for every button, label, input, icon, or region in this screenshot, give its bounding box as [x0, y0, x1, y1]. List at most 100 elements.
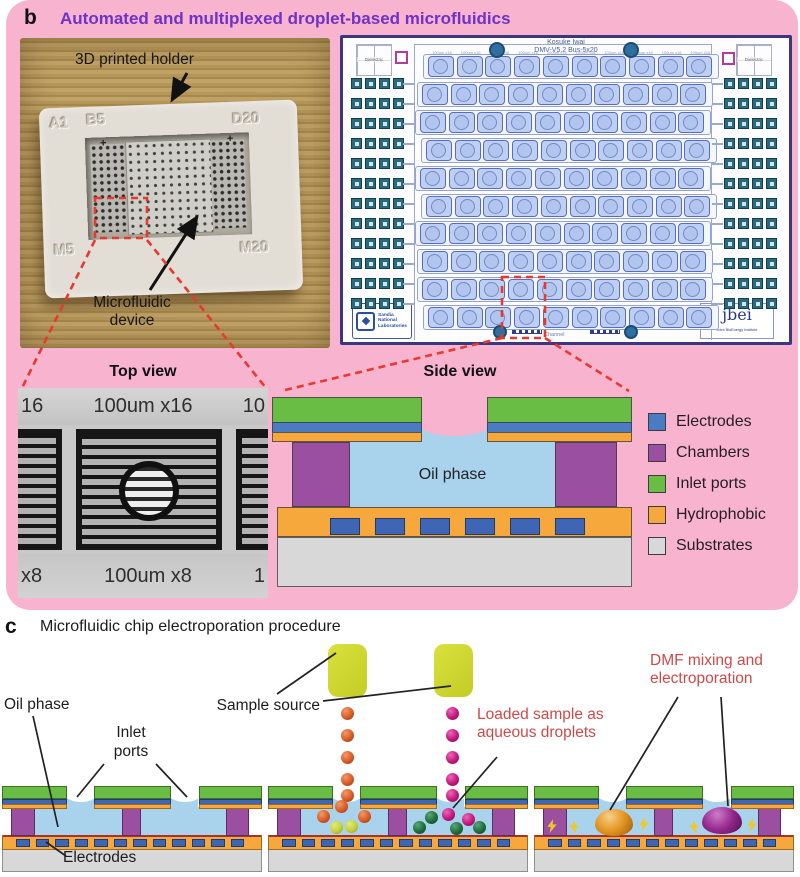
pad-inner	[368, 201, 373, 206]
pad-electrode	[724, 218, 735, 229]
pad-electrode	[365, 198, 376, 209]
sample-droplet	[344, 819, 358, 833]
electrode-square	[301, 838, 315, 847]
holder-mark-m20: M20	[239, 238, 270, 257]
pad-inner	[382, 81, 387, 86]
holder-recess: + +	[84, 132, 253, 240]
pad-inner	[368, 221, 373, 226]
inlet-port-layer	[272, 397, 422, 423]
panel-b-label: b	[24, 6, 37, 29]
hydrophobic-strip	[199, 804, 262, 809]
top-view-micrograph: 16 100um x16 10 x8 100um x8 1	[18, 388, 268, 598]
inlet-port-layer	[465, 786, 528, 799]
chamber-circle	[513, 282, 529, 298]
pad-inner	[354, 281, 359, 286]
pad-electrode	[351, 238, 362, 249]
trace	[403, 183, 414, 185]
chamber-cell	[479, 279, 506, 301]
chamber-cell	[594, 279, 621, 301]
trace	[403, 163, 414, 165]
legend-swatch	[648, 444, 666, 462]
pad-electrode	[365, 258, 376, 269]
pad-electrode	[738, 298, 749, 309]
pad-electrode	[724, 138, 735, 149]
pad-inner	[741, 121, 746, 126]
pad-inner	[755, 241, 760, 246]
electrode-square	[55, 838, 69, 847]
chamber-cell	[565, 251, 592, 273]
chamber-cell	[534, 111, 561, 133]
chamber-cell	[536, 251, 563, 273]
column-label: 100um x16	[604, 50, 625, 55]
sample-source	[434, 644, 473, 697]
chamber-wall	[122, 807, 141, 836]
pad-inner	[741, 81, 746, 86]
hydrophobic-strip	[272, 432, 422, 442]
sample-droplet	[445, 788, 459, 802]
chamber-circle	[427, 254, 442, 270]
pad-electrode	[351, 118, 362, 129]
dmf-label-line1: DMF mixing and	[650, 652, 763, 669]
oil-meniscus	[415, 405, 494, 436]
trace	[712, 243, 723, 245]
pad-electrode	[379, 118, 390, 129]
pad-electrode	[766, 138, 777, 149]
chamber-cell	[657, 307, 684, 329]
chamber-opening-circle	[119, 461, 179, 521]
pad-inner	[755, 81, 760, 86]
pad-inner	[382, 161, 387, 166]
oil-phase-label: Oil phase	[418, 465, 487, 483]
electrode-square	[684, 838, 698, 847]
legend-item: Hydrophobic	[648, 505, 766, 525]
pad-electrode	[752, 78, 763, 89]
chamber-circle	[599, 282, 615, 298]
inlet-port-layer	[626, 786, 703, 799]
chamber-cell	[680, 83, 707, 105]
pad-electrode	[752, 298, 763, 309]
pad-electrode	[379, 298, 390, 309]
pad-inner	[354, 141, 359, 146]
printed-holder: A1 B5 D20 M5 M20 + +	[38, 99, 304, 299]
chamber-cell	[626, 139, 653, 161]
sample-droplet	[316, 809, 330, 823]
chamber-cell	[420, 223, 446, 245]
pad-inner	[741, 181, 746, 186]
pad-electrode	[752, 218, 763, 229]
sample-droplet	[357, 809, 371, 823]
pad-electrode	[724, 98, 735, 109]
sample-droplet	[445, 750, 459, 764]
sample-droplet	[441, 807, 455, 821]
chamber-cell	[426, 195, 452, 217]
chamber-cell	[686, 307, 713, 329]
chamber-cell	[542, 56, 569, 77]
electrode-square	[330, 518, 360, 535]
electrode-square	[723, 838, 737, 847]
electrode-square	[113, 838, 127, 847]
chamber-circle	[568, 170, 584, 186]
pad-inner	[396, 181, 401, 186]
chamber-cell	[678, 167, 705, 189]
chamber-circle	[656, 86, 672, 102]
chamber-cell	[534, 223, 561, 245]
loaded-sample-label: Loaded sample as aqueous droplets	[477, 706, 627, 742]
chamber-cell	[651, 279, 678, 301]
pad-electrode	[766, 118, 777, 129]
chamber-cell	[628, 307, 655, 329]
pad-inner	[368, 261, 373, 266]
chamber-cell	[622, 83, 649, 105]
legend-label: Substrates	[676, 537, 753, 554]
pad-electrode	[752, 258, 763, 269]
chamber-cell	[563, 223, 590, 245]
electrode-square	[665, 838, 679, 847]
trace	[712, 303, 723, 305]
chamber-circle	[519, 310, 535, 326]
sandia-logo-text: Laboratories	[378, 323, 408, 329]
legend-label: Hydrophobic	[676, 506, 766, 523]
chamber-cell	[448, 167, 475, 189]
pad-inner	[368, 181, 373, 186]
chamber-cell	[592, 167, 619, 189]
chamber-circle	[603, 198, 619, 214]
trace	[712, 143, 723, 145]
pad-inner	[741, 301, 746, 306]
chamber-cell	[508, 279, 535, 301]
